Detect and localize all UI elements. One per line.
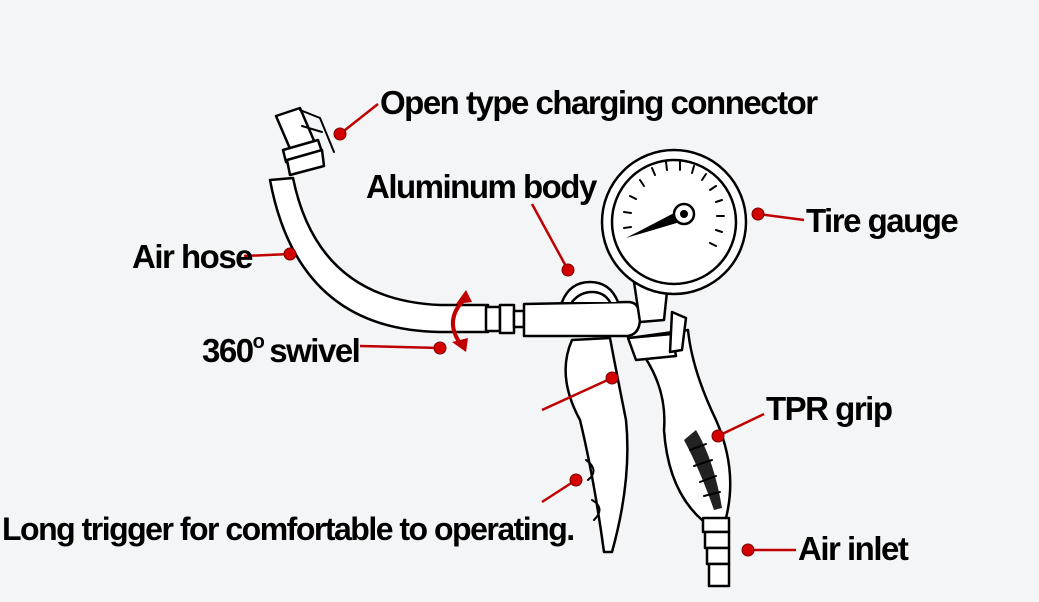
inlet-marker-dot — [741, 543, 755, 557]
trigger-pivot-marker-dot — [605, 371, 619, 385]
swivel-number: 360 — [202, 332, 253, 369]
swivel-arrow — [451, 290, 472, 352]
connector-label: Open type charging connector — [380, 84, 818, 121]
gauge-marker-dot — [751, 207, 765, 221]
connector-marker-dot — [333, 127, 347, 141]
trigger-marker-dot — [569, 473, 583, 487]
swivel-degree: o — [253, 331, 265, 353]
body-marker-dot — [561, 263, 575, 277]
tire-gauge-label: Tire gauge — [806, 202, 958, 239]
hose-marker-dot — [283, 247, 297, 261]
swivel-coupling — [484, 303, 526, 335]
swivel-marker-dot — [433, 341, 447, 355]
tire-gauge — [600, 148, 748, 324]
air-hose-label: Air hose — [132, 238, 253, 275]
air-inlet-label: Air inlet — [798, 530, 909, 567]
labels: Open type charging connector Aluminum bo… — [2, 84, 960, 567]
grip-marker-dot — [711, 429, 725, 443]
aluminum-body — [522, 280, 688, 362]
tpr-grip-label: TPR grip — [766, 390, 892, 427]
charging-connector — [274, 106, 335, 177]
callout-dots — [283, 127, 765, 557]
aluminum-body-label: Aluminum body — [366, 168, 598, 205]
leader-lines — [243, 103, 805, 552]
long-trigger — [564, 336, 629, 554]
air-inlet — [701, 516, 731, 588]
trigger-label: Long trigger for comfortable to operatin… — [2, 511, 574, 547]
swivel-word: swivel — [269, 332, 359, 369]
